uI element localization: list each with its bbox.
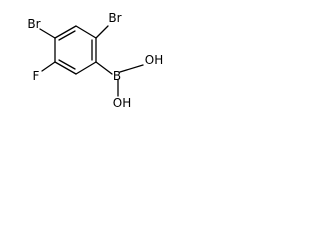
bond-b-oh-top [119, 64, 144, 73]
atom-label-fluorine: F [33, 69, 40, 83]
bond-c6-c1 [75, 25, 97, 39]
bond-c6-br [95, 25, 109, 39]
bond-c4-c5 [75, 61, 97, 75]
atom-label-oh-top: OH [145, 53, 163, 67]
bond-c3-c4 [54, 61, 77, 75]
bond-c1-c2-inner [58, 30, 76, 41]
benzene-ring [54, 25, 97, 75]
bond-c2-br [39, 28, 56, 39]
atom-label-oh-bottom: OH [113, 96, 131, 110]
bond-c3-c4-inner [58, 59, 76, 70]
atom-label-br-right: Br [108, 11, 121, 25]
bond-c1-c2 [54, 25, 77, 39]
atom-label-br-left: Br [27, 17, 40, 31]
molecule-structure: Br Br F B OH OH [27, 11, 163, 110]
bond-c5-b [95, 61, 113, 75]
atom-label-boron: B [113, 69, 121, 83]
bond-c3-f [41, 61, 56, 72]
